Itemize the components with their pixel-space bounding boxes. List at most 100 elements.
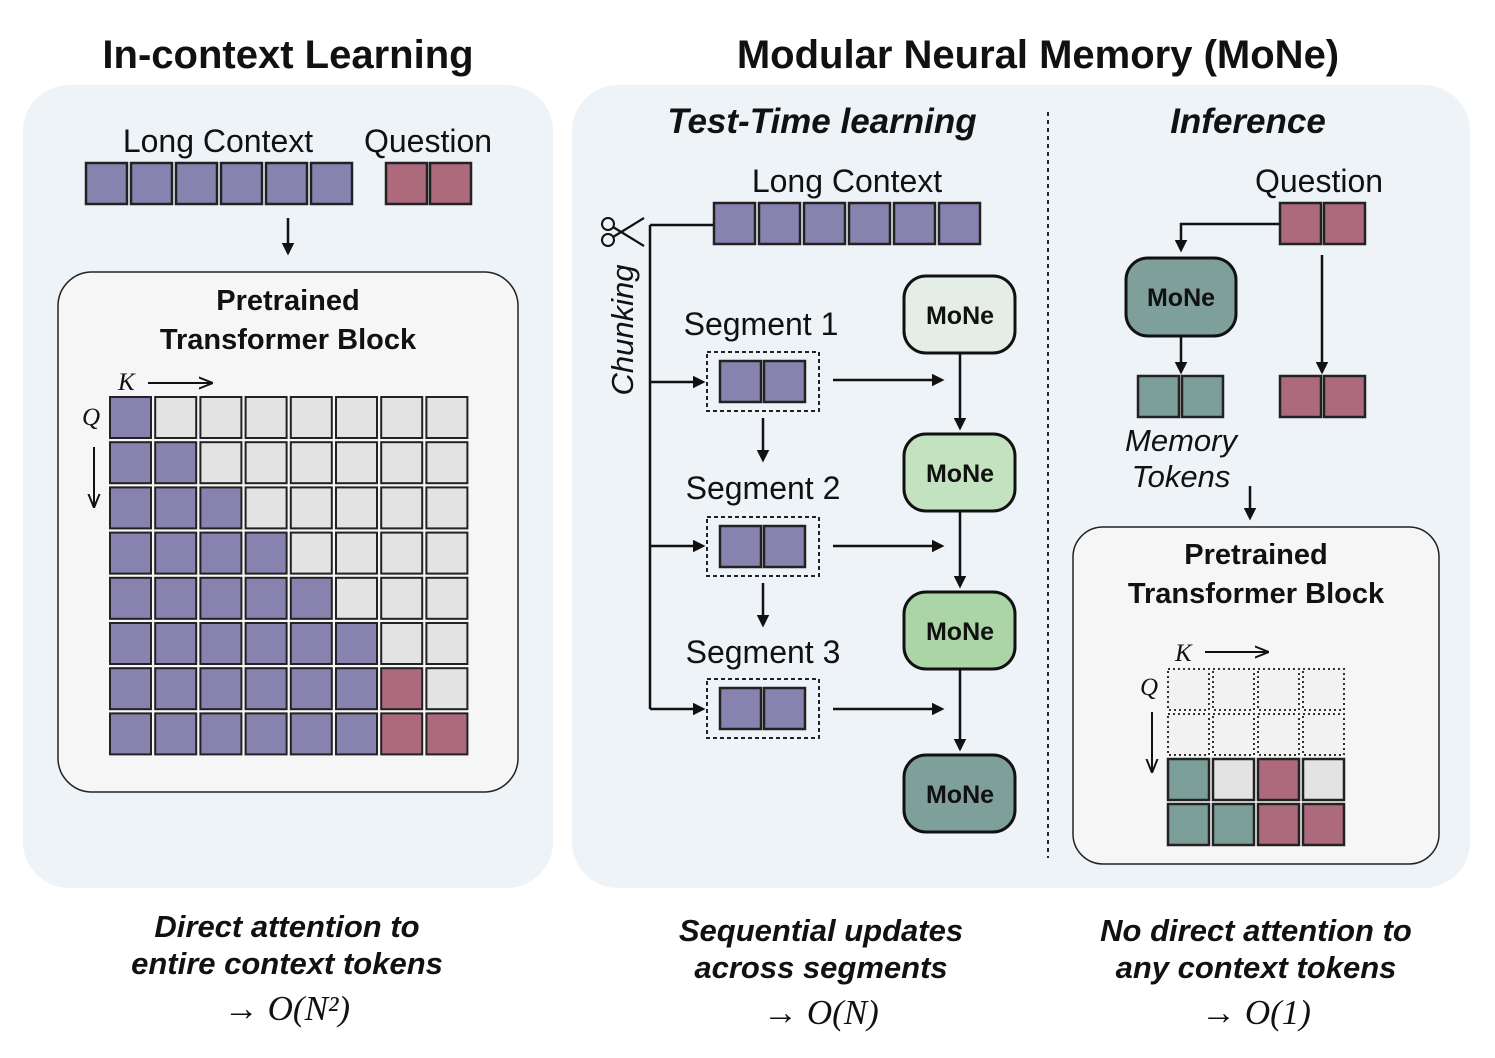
attention-cell <box>289 486 333 530</box>
masked-cell <box>1257 713 1300 756</box>
attention-cell <box>154 576 198 620</box>
attention-cell <box>109 441 152 485</box>
block-title-line1: Pretrained <box>216 285 359 317</box>
segment-2-box <box>706 516 820 577</box>
block-title-line2: Transformer Block <box>160 324 417 356</box>
attention-cell <box>199 396 243 439</box>
mone-panel: Modular Neural Memory (MoNe) Test-Time l… <box>572 33 1470 1032</box>
svg-text:MoNe: MoNe <box>926 302 994 330</box>
attention-cell <box>289 441 333 485</box>
attention-cell <box>1301 802 1346 847</box>
attention-cell <box>154 531 198 575</box>
segment-token <box>762 359 807 404</box>
masked-cell <box>1167 713 1210 756</box>
attention-cell <box>1166 757 1211 802</box>
context-token <box>757 201 802 246</box>
tt-complexity: → O(N) <box>763 993 879 1032</box>
attention-cell <box>289 622 333 665</box>
masked-cell <box>1212 713 1255 756</box>
masked-cell <box>1212 668 1255 711</box>
inf-question-tokens <box>1278 201 1367 246</box>
memory-token <box>1180 374 1225 419</box>
attention-cell <box>199 486 243 530</box>
inf-transformer-block <box>1072 526 1440 865</box>
attention-cell <box>425 576 469 620</box>
question-token <box>1278 374 1323 419</box>
attention-cell <box>244 531 288 575</box>
attention-cell <box>1211 802 1256 847</box>
long-context-label: Long Context <box>123 123 313 159</box>
context-token <box>937 201 982 246</box>
attention-cell <box>199 441 243 485</box>
question-token <box>1322 374 1367 419</box>
context-token <box>802 201 847 246</box>
attention-cell <box>109 396 152 439</box>
mone-title: Modular Neural Memory (MoNe) <box>737 33 1339 77</box>
attention-cell <box>244 396 288 439</box>
inf-axis-k-label: K <box>1174 640 1193 667</box>
masked-cell <box>1302 668 1345 711</box>
attention-cell <box>109 667 152 711</box>
question-label: Question <box>364 123 492 159</box>
scissors-icon <box>601 217 645 247</box>
svg-text:MoNe: MoNe <box>926 460 994 488</box>
long-context-tokens <box>84 161 354 206</box>
attention-cell <box>199 712 243 756</box>
context-token <box>309 161 354 206</box>
inf-mone-box: MoNe <box>1124 256 1238 338</box>
segment-token <box>762 686 807 731</box>
mone-box-1: MoNe <box>902 274 1017 355</box>
svg-text:MoNe: MoNe <box>926 618 994 646</box>
attention-cell <box>289 531 333 575</box>
inf-question-tokens-out <box>1278 374 1367 419</box>
question-token <box>384 161 429 206</box>
attention-cell <box>1256 802 1301 847</box>
attention-cell <box>109 576 152 620</box>
mone-box-2: MoNe <box>902 432 1017 513</box>
inf-complexity: → O(1) <box>1201 993 1311 1032</box>
attention-cell <box>109 622 152 665</box>
segment-3-box <box>706 678 820 739</box>
question-token <box>428 161 473 206</box>
axis-q-label: Q <box>82 404 100 431</box>
masked-cell <box>1302 713 1345 756</box>
attention-cell <box>154 441 198 485</box>
question-tokens <box>384 161 473 206</box>
left-caption-line2: entire context tokens <box>131 946 443 981</box>
attention-cell <box>380 576 424 620</box>
attention-cell <box>154 486 198 530</box>
attention-cell <box>154 622 198 665</box>
inf-block-title-line1: Pretrained <box>1184 539 1327 571</box>
attention-cell <box>380 622 424 665</box>
attention-cell <box>335 486 378 530</box>
attention-cell <box>380 396 424 439</box>
attention-cell <box>425 441 469 485</box>
attention-cell <box>289 712 333 756</box>
inf-axis-q-label: Q <box>1140 674 1158 701</box>
attention-cell <box>335 531 378 575</box>
inference-subtitle: Inference <box>1170 102 1326 141</box>
attention-cell <box>199 531 243 575</box>
segment-token <box>718 524 763 569</box>
attention-cell <box>1166 802 1211 847</box>
test-time-subtitle: Test-Time learning <box>667 102 976 141</box>
context-token <box>174 161 219 206</box>
attention-cell <box>199 622 243 665</box>
memory-tokens-label-line1: Memory <box>1125 423 1239 458</box>
segment-1-box <box>706 351 820 412</box>
attention-cell <box>1256 757 1301 802</box>
left-caption-line1: Direct attention to <box>154 909 419 944</box>
attention-cell <box>1301 757 1346 802</box>
attention-cell <box>380 667 424 711</box>
inf-caption-line1: No direct attention to <box>1100 913 1412 948</box>
in-context-title: In-context Learning <box>102 33 473 77</box>
attention-cell <box>335 441 378 485</box>
attention-cell <box>154 396 198 439</box>
attention-cell <box>425 486 469 530</box>
segment-3-label: Segment 3 <box>686 634 841 670</box>
attention-cell <box>244 622 288 665</box>
segment-token <box>718 359 763 404</box>
in-context-panel: In-context Learning Long Context Questio… <box>23 33 553 1028</box>
attention-cell <box>289 396 333 439</box>
attention-cell <box>244 441 288 485</box>
